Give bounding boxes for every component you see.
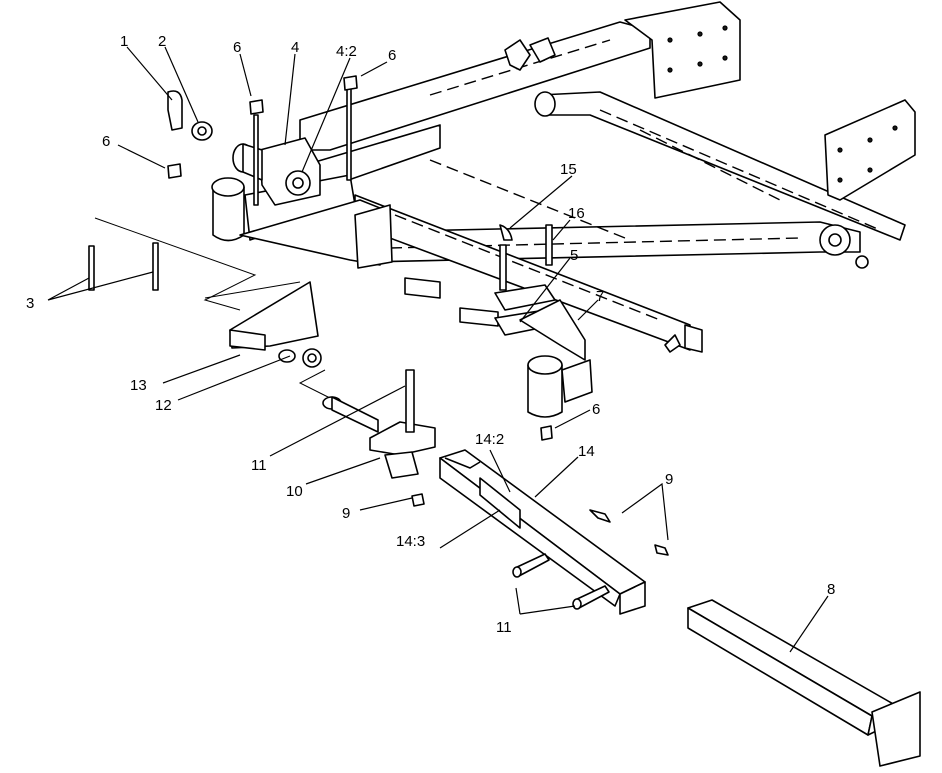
main-frame — [299, 1, 916, 353]
callout-4-2: 4:2 — [336, 43, 357, 60]
extension-tube — [687, 599, 921, 767]
callout-labels: 1 2 6 4 4:2 6 6 3 13 12 11 10 9 14:3 14:… — [26, 33, 835, 636]
tongue-tube — [439, 449, 669, 615]
callout-15: 15 — [560, 161, 577, 178]
callout-10: 10 — [286, 483, 303, 500]
callout-9: 9 — [665, 471, 673, 488]
callout-6: 6 — [233, 39, 241, 56]
callout-12: 12 — [155, 397, 172, 414]
callout-5: 5 — [570, 247, 578, 264]
center-parts — [494, 224, 593, 441]
callout-2: 2 — [158, 33, 166, 50]
callout-14-3: 14:3 — [396, 533, 425, 550]
callout-6: 6 — [592, 401, 600, 418]
callout-6: 6 — [102, 133, 110, 150]
leader-lines — [47, 46, 829, 653]
callout-11: 11 — [496, 619, 512, 636]
left-pivot-assembly — [88, 75, 441, 311]
callout-13: 13 — [130, 377, 147, 394]
hitch-assembly — [322, 369, 436, 507]
tongue-pins — [512, 553, 610, 610]
bracket-assembly — [204, 281, 331, 399]
callout-7: 7 — [596, 288, 604, 305]
callout-1: 1 — [120, 33, 128, 50]
callout-16: 16 — [568, 205, 585, 222]
callout-11: 11 — [251, 457, 267, 474]
callout-6: 6 — [388, 47, 396, 64]
callout-4: 4 — [291, 39, 299, 56]
callout-8: 8 — [827, 581, 835, 598]
callout-14: 14 — [578, 443, 595, 460]
callout-9: 9 — [342, 505, 350, 522]
callout-14-2: 14:2 — [475, 431, 504, 448]
callout-3: 3 — [26, 295, 34, 312]
